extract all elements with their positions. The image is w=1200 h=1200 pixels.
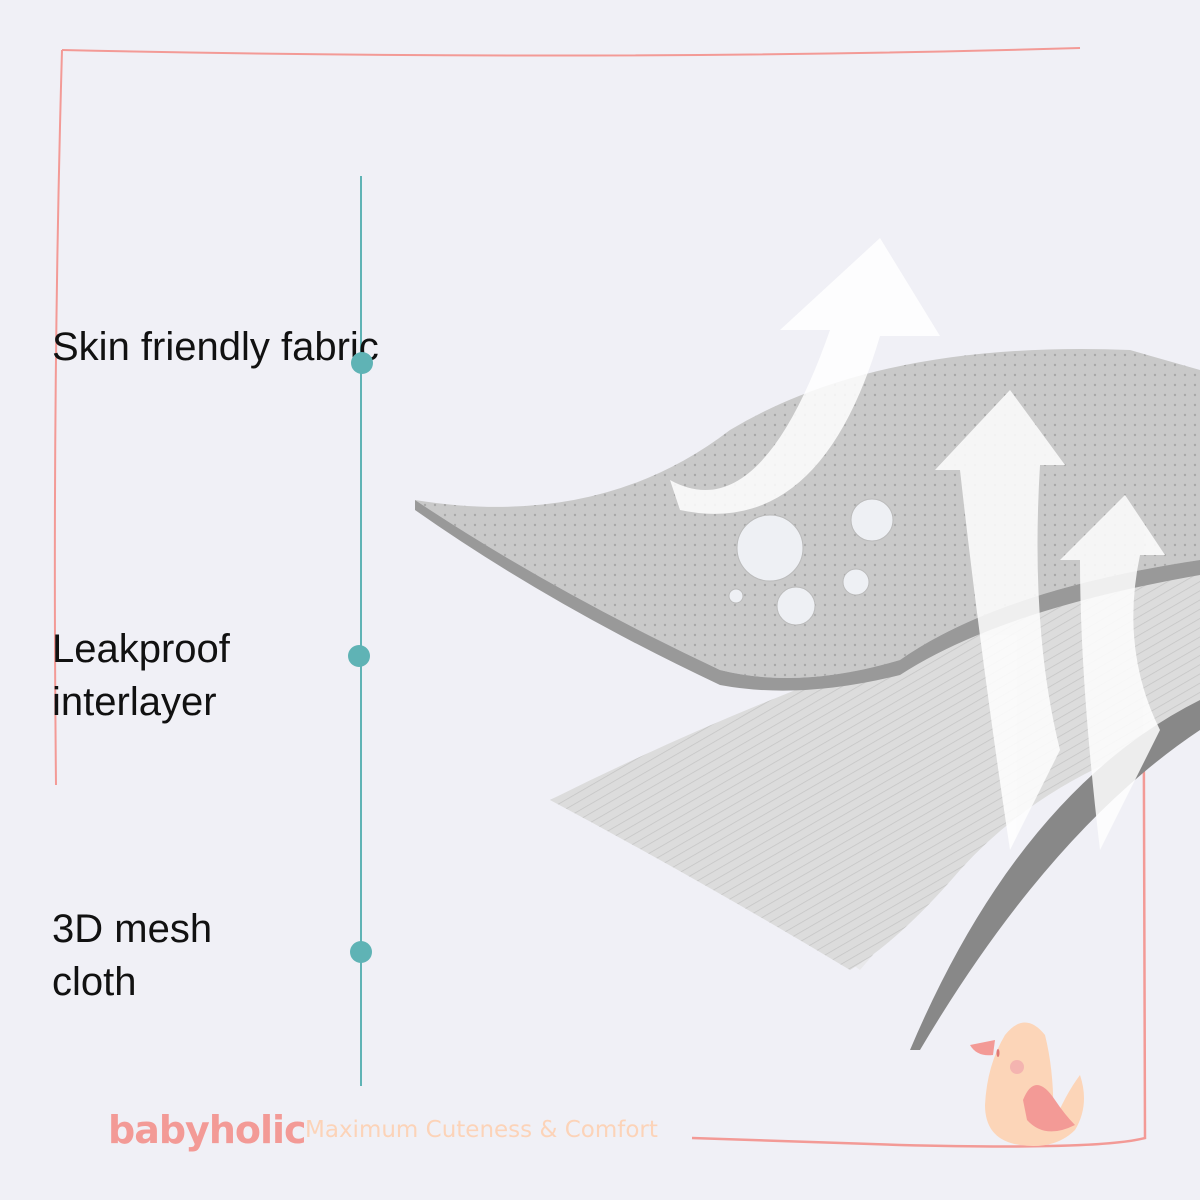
airflow-arrow-icon — [670, 238, 1165, 850]
timeline-dot — [350, 941, 372, 963]
layer-label-skin-friendly-fabric: Skin friendly fabric — [52, 325, 379, 369]
brand-tagline: Maximum Cuteness & Comfort — [305, 1117, 658, 1143]
layer-label-3d-mesh-cloth: 3D mesh cloth — [52, 907, 213, 1004]
timeline-dot — [351, 352, 373, 374]
timeline-dot — [348, 645, 370, 667]
brand-logo: babyholic — [108, 1108, 307, 1152]
water-drop-icon — [728, 498, 894, 626]
diaper-layers-illustration — [415, 238, 1200, 1050]
duck-icon — [970, 1022, 1084, 1146]
layer-label-leakproof-interlayer: Leakproof interlayer — [52, 627, 230, 724]
